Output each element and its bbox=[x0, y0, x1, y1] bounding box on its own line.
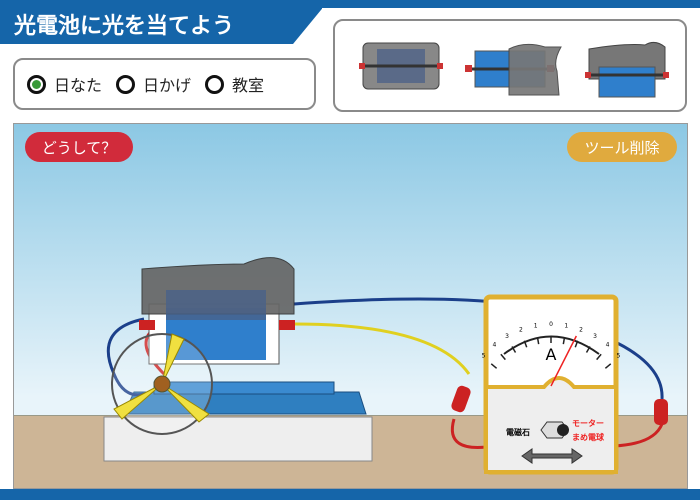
clip-red-right bbox=[654, 399, 668, 425]
radio-classroom[interactable]: 教室 bbox=[205, 72, 264, 96]
scale-label: 4 bbox=[493, 342, 497, 349]
wire-blue bbox=[106, 317, 145, 397]
delete-tool-button[interactable]: ツール削除 bbox=[567, 132, 677, 162]
radio-label: 日なた bbox=[54, 76, 103, 95]
scale-label: 3 bbox=[593, 333, 597, 340]
scale-tick bbox=[604, 363, 612, 369]
table-block bbox=[103, 416, 373, 462]
radio-label: 教室 bbox=[232, 76, 265, 95]
panel-option-uncovered[interactable] bbox=[359, 41, 443, 93]
scale-label: 4 bbox=[606, 342, 610, 349]
wire-yellow bbox=[293, 322, 471, 375]
scale-tick bbox=[562, 337, 566, 345]
clip-red bbox=[451, 385, 471, 413]
radio-sunny[interactable]: 日なた bbox=[27, 72, 102, 96]
scale-label: 1 bbox=[534, 322, 538, 329]
scale-tick bbox=[596, 353, 602, 361]
cover-options-box bbox=[333, 19, 687, 112]
scale-label: 1 bbox=[564, 322, 568, 329]
why-button[interactable]: どうして？ bbox=[25, 132, 133, 162]
meter-unit: A bbox=[546, 345, 557, 364]
scale-tick bbox=[574, 340, 579, 348]
scale-tick bbox=[585, 346, 591, 353]
fan-blades bbox=[113, 333, 210, 423]
scale-label: 3 bbox=[505, 333, 509, 340]
radio-circle[interactable] bbox=[116, 74, 136, 94]
scale-label: 5 bbox=[482, 352, 486, 359]
radio-shade[interactable]: 日かげ bbox=[116, 72, 191, 96]
scale-tick bbox=[523, 340, 528, 348]
switch-label-left: 電磁石 bbox=[506, 427, 530, 437]
meter-needle bbox=[550, 335, 578, 387]
double-arrow-icon bbox=[521, 448, 583, 464]
page-title: 光電池に光を当てよう bbox=[0, 0, 322, 44]
light-condition-group: 日なた 日かげ 教室 bbox=[13, 58, 316, 110]
scale-tick bbox=[500, 353, 506, 361]
radio-circle[interactable] bbox=[27, 74, 46, 94]
radio-circle[interactable] bbox=[205, 74, 225, 94]
scale-tick bbox=[511, 346, 517, 353]
scale-label: 5 bbox=[616, 352, 620, 359]
scale-tick bbox=[490, 363, 498, 369]
switch-label-motor: モーター bbox=[572, 418, 604, 428]
panel-option-top-cover[interactable] bbox=[585, 39, 669, 99]
panel-option-partial-cover[interactable] bbox=[465, 41, 565, 97]
switch-label-bulb: まめ電球 bbox=[572, 432, 605, 442]
scale-label: 2 bbox=[579, 326, 583, 333]
radio-label: 日かげ bbox=[143, 76, 192, 95]
scale-label: 0 bbox=[549, 321, 553, 328]
top-bar bbox=[0, 0, 700, 8]
scale-label: 2 bbox=[519, 326, 523, 333]
bottom-bar bbox=[0, 489, 700, 500]
scale-tick bbox=[536, 337, 540, 345]
